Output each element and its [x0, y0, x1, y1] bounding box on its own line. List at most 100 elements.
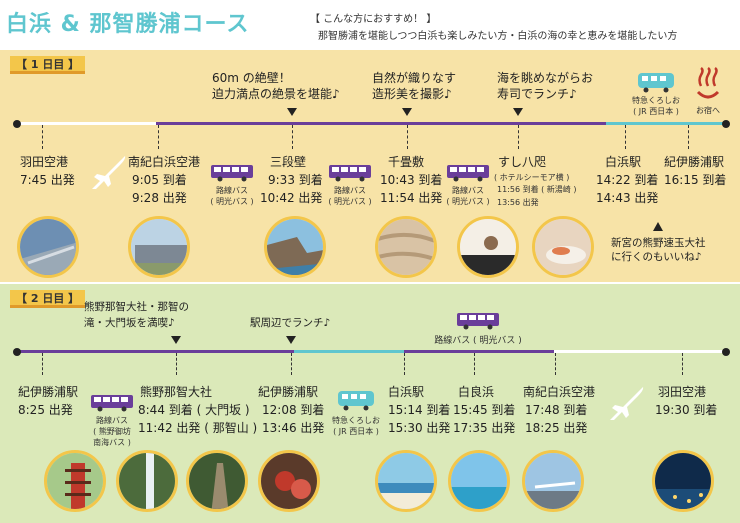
bus-icon — [91, 395, 133, 412]
stop-sushi-sub: ( ホテルシーモア横 ) — [494, 173, 570, 182]
stop-tick — [292, 125, 293, 149]
stop-nachi-arr: 8:44 到着 ( 大門坂 ) — [138, 403, 250, 417]
stop-kii2-arr: 12:08 到着 — [262, 403, 325, 417]
down-arrow-icon — [513, 108, 523, 116]
stop-nanki-dep: 18:25 出発 — [525, 421, 588, 435]
note-sandanbeki-1: 60m の絶壁！ — [212, 71, 291, 85]
timeline-end-dot — [722, 348, 730, 356]
photo-nachi-falls — [116, 450, 178, 512]
photo-haneda-airport — [17, 216, 79, 278]
bus-icon — [329, 165, 371, 182]
photo-nanki-airport — [128, 216, 190, 278]
note-nachi-1: 熊野那智大社・那智の — [84, 301, 189, 313]
stop-tick — [474, 353, 475, 375]
stop-kii: 紀伊勝浦駅 — [18, 385, 79, 399]
up-arrow-icon — [653, 222, 663, 231]
recommend-heading: 【 こんな方におすすめ！ 】 — [310, 14, 437, 25]
airplane-icon — [92, 156, 126, 189]
bus-label: 路線バス — [334, 186, 366, 195]
bus-icon — [447, 165, 489, 182]
stop-kii2: 紀伊勝浦駅 — [258, 385, 319, 399]
stop-nanki-arr: 17:48 到着 — [525, 403, 588, 417]
stop-shirahama-dep: 14:43 出発 — [596, 191, 659, 205]
bus-operator: ( 明光バス ) — [328, 197, 372, 206]
down-arrow-icon — [171, 336, 181, 344]
stop-shirahama: 白浜駅 — [388, 385, 425, 399]
stop-haneda-arr: 19:30 到着 — [655, 403, 718, 417]
bus-operator: 南海バス ) — [93, 438, 131, 447]
stop-nanki-arr: 9:05 到着 — [132, 173, 187, 187]
stop-tick — [555, 353, 556, 375]
bus-label: 路線バス — [96, 416, 128, 425]
timeline-start-dot — [13, 348, 21, 356]
recommend-text: 那智勝浦を堪能しつつ白浜も楽しみたい方・白浜の海の幸と恵みを堪能したい方 — [318, 31, 678, 42]
stop-shirahama-dep: 15:30 出発 — [388, 421, 451, 435]
train-icon — [338, 391, 374, 411]
stop-kii2-dep: 13:46 出発 — [262, 421, 325, 435]
stop-nachi-dep: 11:42 出発 ( 那智山 ) — [138, 421, 258, 435]
onsen-label: お宿へ — [696, 106, 720, 115]
stop-sandanbeki: 三段壁 — [270, 155, 307, 169]
stop-tick — [625, 125, 626, 149]
stop-senjojiki: 千畳敷 — [388, 155, 425, 169]
note-sushi-2: 寿司でランチ♪ — [497, 87, 577, 101]
stop-tick — [42, 125, 43, 149]
stop-tick — [291, 353, 292, 375]
bus-label: 路線バス ( 明光バス ) — [434, 336, 522, 346]
stop-shirahama-arr: 15:14 到着 — [388, 403, 451, 417]
photo-senjojiki — [375, 216, 437, 278]
day2-timeline-train — [294, 350, 404, 353]
photo-sushi-counter — [457, 216, 519, 278]
stop-senjojiki-arr: 10:43 到着 — [380, 173, 443, 187]
train-label: 特急くろしお — [332, 416, 380, 425]
timeline-start-dot — [13, 120, 21, 128]
stop-tick — [158, 125, 159, 149]
day2-timeline-bus — [404, 350, 554, 353]
note-lunch: 駅周辺でランチ♪ — [250, 317, 331, 329]
note-kumano-2: に行くのもいいね♪ — [611, 251, 702, 263]
photo-pagoda — [44, 450, 106, 512]
stop-nanki-dep: 9:28 出発 — [132, 191, 187, 205]
stop-sushi-arr: 11:56 到着 ( 新湯崎 ) — [497, 185, 577, 194]
stop-haneda-time: 7:45 出発 — [20, 173, 75, 187]
stop-sandanbeki-dep: 10:42 出発 — [260, 191, 323, 205]
stop-sushi-dep: 13:56 出発 — [497, 198, 539, 207]
note-senjojiki-1: 自然が織りなす — [372, 71, 457, 85]
stop-haneda: 羽田空港 — [20, 155, 69, 169]
stop-haneda: 羽田空港 — [658, 385, 707, 399]
photo-haneda-night — [652, 450, 714, 512]
note-sushi-1: 海を眺めながらお — [497, 71, 594, 85]
bus-operator: ( 明光バス ) — [210, 197, 254, 206]
train-label: 特急くろしお — [632, 96, 680, 105]
photo-nanki-airport — [522, 450, 584, 512]
stop-tick — [404, 353, 405, 375]
note-nachi-2: 滝・大門坂を満喫♪ — [84, 317, 175, 329]
stop-nanki: 南紀白浜空港 — [128, 155, 201, 169]
stop-tick — [176, 353, 177, 375]
day1-label: 【 1 日目 】 — [10, 56, 86, 74]
down-arrow-icon — [402, 108, 412, 116]
photo-shirarahama-beach — [375, 450, 437, 512]
day2-timeline-bus — [16, 350, 294, 353]
stop-shirahama: 白浜駅 — [605, 155, 642, 169]
note-sandanbeki-2: 迫力満点の絶景を堪能♪ — [212, 87, 340, 101]
stop-kii-arr: 16:15 到着 — [664, 173, 727, 187]
timeline-end-dot — [722, 120, 730, 128]
bus-label: 路線バス — [216, 186, 248, 195]
day2-timeline-plane — [554, 350, 726, 353]
stop-tick — [682, 353, 683, 375]
page-title: 白浜 & 那智勝浦コース — [6, 12, 250, 37]
note-senjojiki-2: 造形美を撮影♪ — [372, 87, 452, 101]
photo-daimonzaka — [186, 450, 248, 512]
stop-tick — [407, 125, 408, 149]
stop-shirahama-arr: 14:22 到着 — [596, 173, 659, 187]
train-operator: ( JR 西日本 ) — [333, 427, 379, 436]
down-arrow-icon — [287, 108, 297, 116]
stop-kii: 紀伊勝浦駅 — [664, 155, 725, 169]
photo-sandanbeki — [264, 216, 326, 278]
bus-operator: ( 熊野御坊 — [93, 427, 131, 436]
note-kumano-1: 新宮の熊野速玉大社 — [611, 237, 706, 249]
stop-sushi: すし八咫 — [498, 155, 547, 169]
photo-tuna-lunch — [258, 450, 320, 512]
day1-timeline-bus — [156, 122, 606, 125]
